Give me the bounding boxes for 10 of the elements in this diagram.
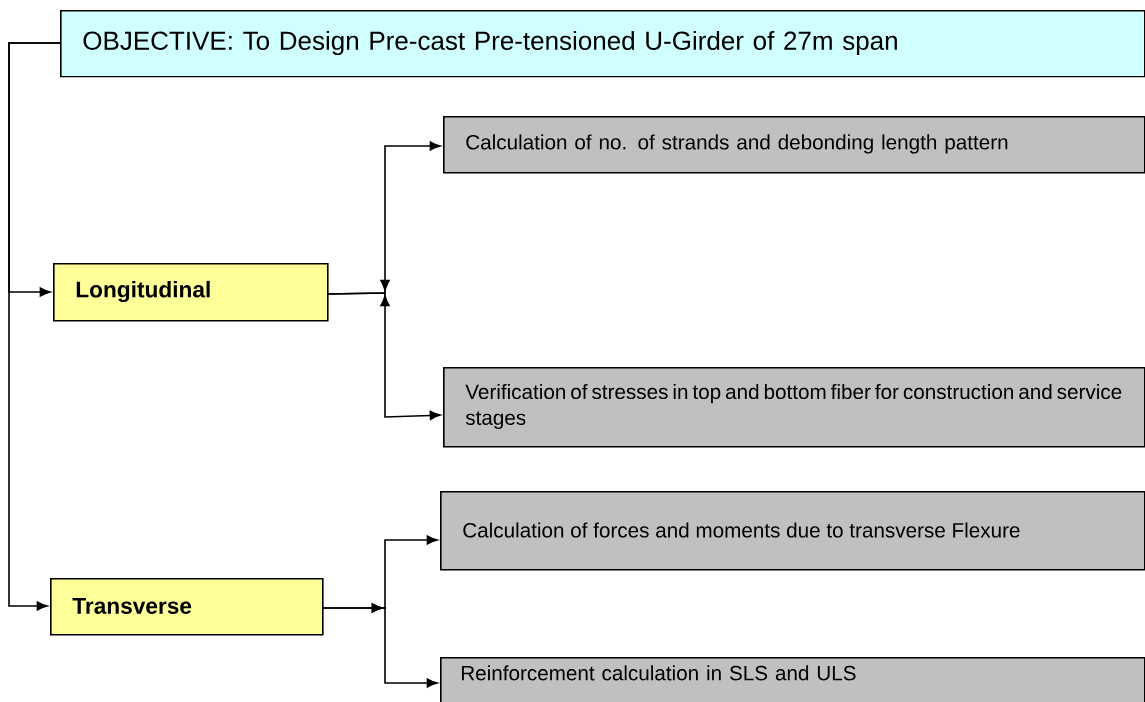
arrow bbox=[321, 603, 438, 688]
process-box: Calculation of forces and moments due to transverse Flexure bbox=[440, 491, 1145, 571]
process-box: Verification of stresses in top and bottom fiber for construction and service stages bbox=[443, 367, 1145, 448]
process-box: Calculation of no. of strands and debonding length pattern bbox=[443, 116, 1145, 174]
process-box: Transverse bbox=[50, 578, 324, 636]
arrow bbox=[8, 42, 61, 611]
arrow bbox=[326, 279, 441, 421]
process-box: OBJECTIVE: To Design Pre-cast Pre-tensioned U-Girder of 27m span bbox=[60, 10, 1145, 78]
process-box: Reinforcement calculation in SLS and ULS bbox=[440, 657, 1145, 702]
process-box: Longitudinal bbox=[53, 263, 329, 322]
